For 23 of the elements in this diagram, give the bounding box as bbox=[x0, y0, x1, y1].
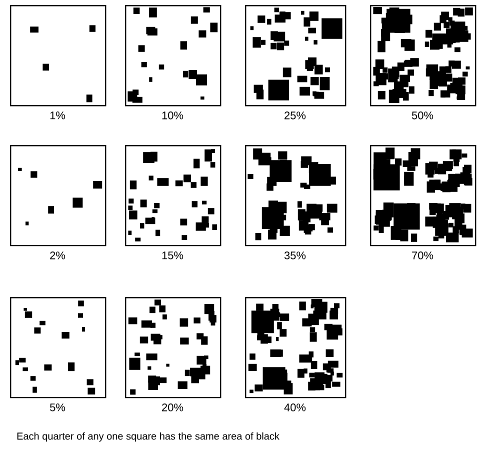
density-square: 20% bbox=[125, 296, 222, 412]
node-label: 70% bbox=[412, 252, 434, 260]
density-square: 10% bbox=[125, 5, 222, 120]
node-label: 40% bbox=[284, 404, 306, 412]
caption: Each quarter of any one square has the same area of black bbox=[17, 432, 280, 442]
density-square: 50% bbox=[370, 5, 476, 120]
density-square: 15% bbox=[125, 145, 222, 260]
density-square: 40% bbox=[245, 296, 346, 412]
node-label: 1% bbox=[50, 112, 66, 120]
density-square: 25% bbox=[245, 5, 346, 120]
density-square: 35% bbox=[245, 145, 346, 260]
node-label: 20% bbox=[162, 404, 184, 412]
node-label: 5% bbox=[50, 404, 66, 412]
density-square: 2% bbox=[10, 145, 106, 260]
density-square: 70% bbox=[370, 145, 476, 260]
node-label: 15% bbox=[162, 252, 184, 260]
node-label: 35% bbox=[284, 252, 306, 260]
node-label: 2% bbox=[50, 252, 66, 260]
density-square: 5% bbox=[10, 296, 106, 412]
density-square: 1% bbox=[10, 5, 106, 120]
node-label: 25% bbox=[284, 112, 306, 120]
node-label: 10% bbox=[162, 112, 184, 120]
node-label: 50% bbox=[412, 112, 434, 120]
